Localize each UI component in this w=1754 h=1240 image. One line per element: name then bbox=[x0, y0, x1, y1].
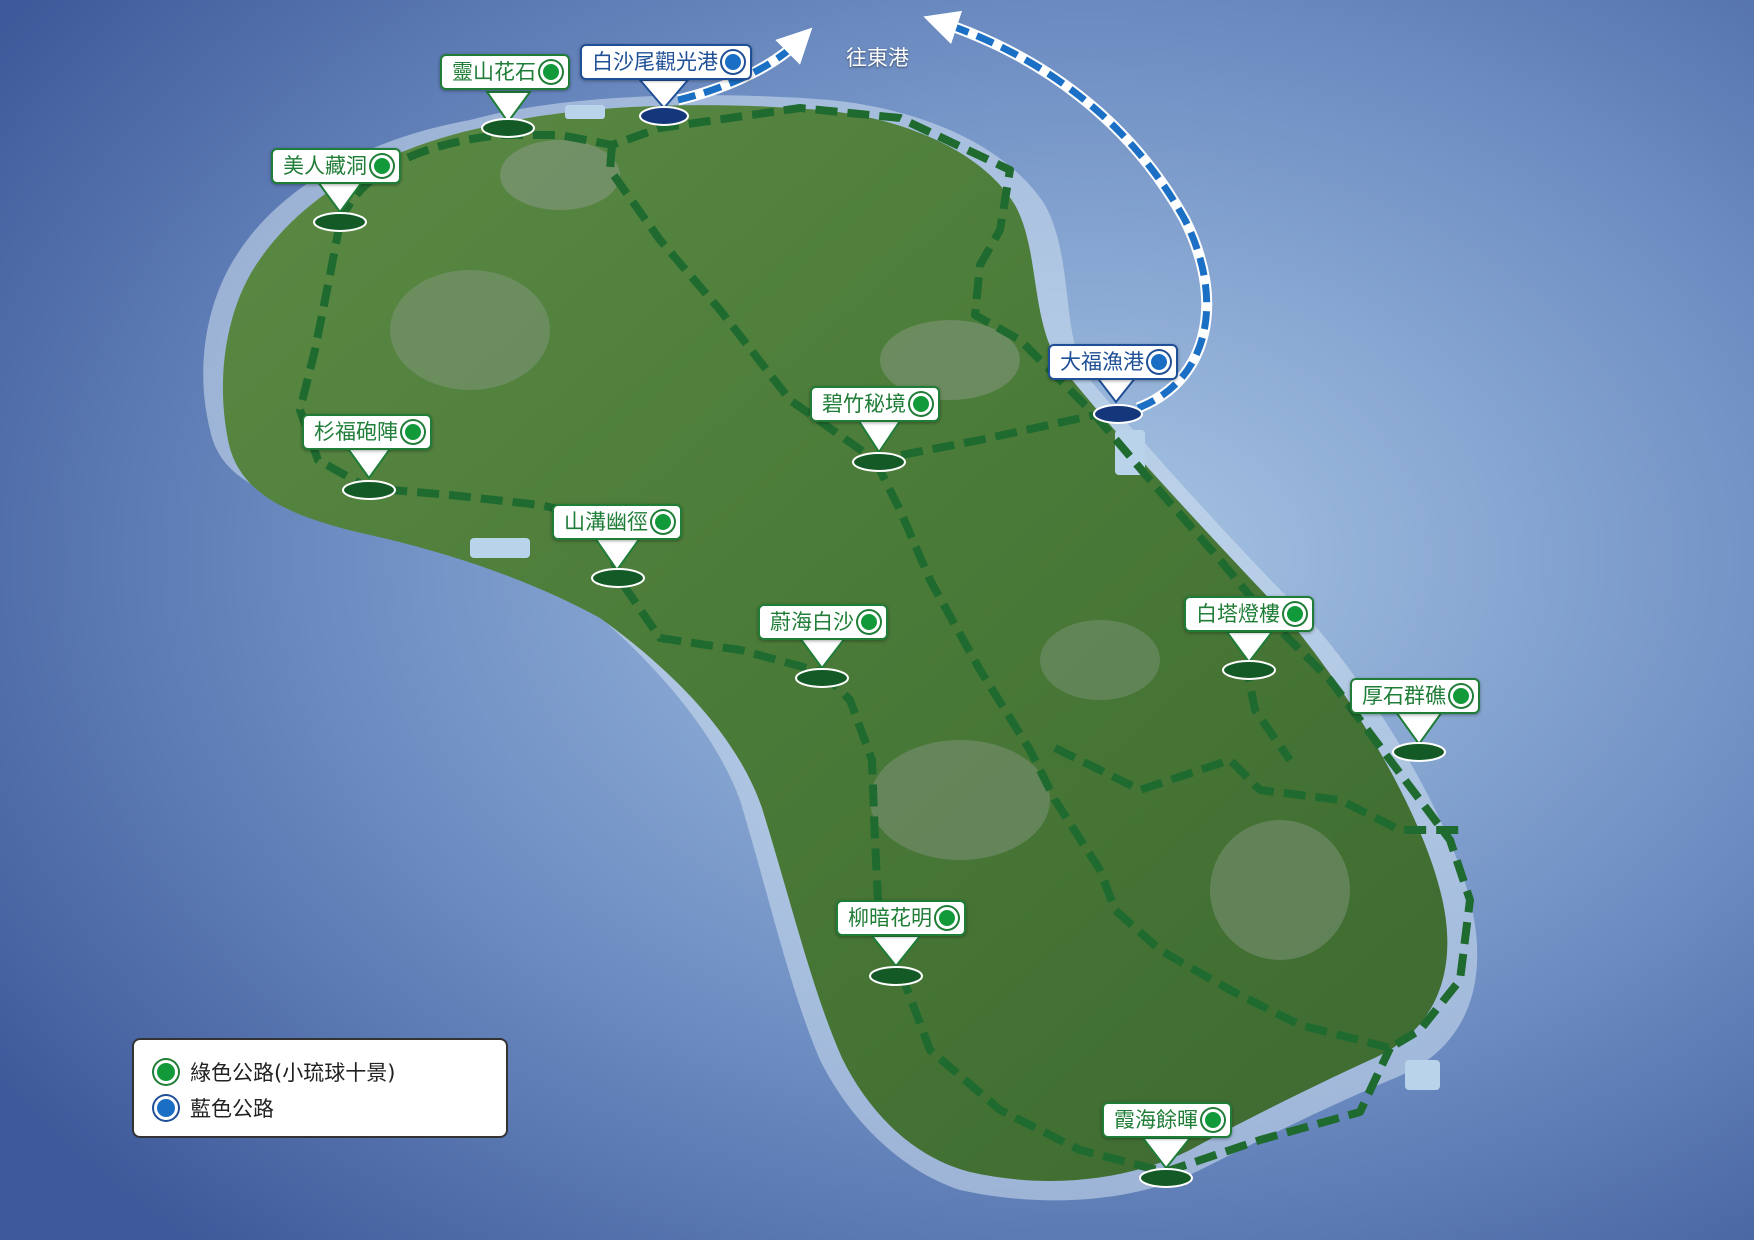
spot-label-baita[interactable]: 白塔燈樓 bbox=[1184, 596, 1314, 632]
spot-label-liuan[interactable]: 柳暗花明 bbox=[836, 900, 966, 936]
port-name: 大福漁港 bbox=[1060, 349, 1144, 374]
green-marker-icon bbox=[910, 393, 932, 415]
spot-label-lingshan[interactable]: 靈山花石 bbox=[440, 54, 570, 90]
legend-green-label: 綠色公路(小琉球十景) bbox=[190, 1061, 396, 1085]
spot-name: 柳暗花明 bbox=[848, 905, 932, 930]
spot-name: 美人藏洞 bbox=[283, 153, 367, 178]
green-dot-icon bbox=[154, 1060, 178, 1084]
spot-label-houshi[interactable]: 厚石群礁 bbox=[1350, 678, 1480, 714]
harbour-north bbox=[565, 105, 605, 119]
legend-blue-label: 藍色公路 bbox=[190, 1097, 274, 1121]
map-legend: 綠色公路(小琉球十景) 藍色公路 bbox=[132, 1038, 508, 1138]
legend-row-blue: 藍色公路 bbox=[154, 1090, 486, 1126]
spot-name: 蔚海白沙 bbox=[770, 609, 854, 634]
spot-label-xiahai[interactable]: 霞海餘暉 bbox=[1102, 1102, 1232, 1138]
spot-name: 碧竹秘境 bbox=[822, 391, 906, 416]
spot-label-bizhu[interactable]: 碧竹秘境 bbox=[810, 386, 940, 422]
spot-name: 山溝幽徑 bbox=[564, 509, 648, 534]
green-marker-icon bbox=[371, 155, 393, 177]
town-patch bbox=[1210, 820, 1350, 960]
spot-name: 杉福砲陣 bbox=[314, 419, 398, 444]
green-marker-icon bbox=[936, 907, 958, 929]
blue-dot-icon bbox=[154, 1096, 178, 1120]
port-name: 白沙尾觀光港 bbox=[592, 49, 718, 74]
spot-label-weihai[interactable]: 蔚海白沙 bbox=[758, 604, 888, 640]
town-patch bbox=[500, 140, 620, 210]
port-label-dafu[interactable]: 大福漁港 bbox=[1048, 344, 1178, 380]
green-marker-icon bbox=[540, 61, 562, 83]
destination-annotation: 往東港 bbox=[846, 46, 909, 70]
spot-label-shanfu[interactable]: 杉福砲陣 bbox=[302, 414, 432, 450]
harbour-west bbox=[470, 538, 530, 558]
green-marker-icon bbox=[1202, 1109, 1224, 1131]
green-route-network bbox=[296, 104, 1474, 1176]
spot-name: 厚石群礁 bbox=[1362, 683, 1446, 708]
spot-label-meiren[interactable]: 美人藏洞 bbox=[271, 148, 401, 184]
green-marker-icon bbox=[858, 611, 880, 633]
green-marker-icon bbox=[1450, 685, 1472, 707]
green-marker-icon bbox=[1284, 603, 1306, 625]
green-marker-icon bbox=[402, 421, 424, 443]
blue-marker-icon bbox=[722, 51, 744, 73]
town-patch bbox=[870, 740, 1050, 860]
port-label-baishawei[interactable]: 白沙尾觀光港 bbox=[580, 44, 752, 80]
spot-name: 靈山花石 bbox=[452, 59, 536, 84]
spot-name: 白塔燈樓 bbox=[1196, 601, 1280, 626]
green-marker-icon bbox=[652, 511, 674, 533]
blue-marker-icon bbox=[1148, 351, 1170, 373]
legend-row-green: 綠色公路(小琉球十景) bbox=[154, 1054, 486, 1090]
town-patch bbox=[1040, 620, 1160, 700]
town-patch bbox=[390, 270, 550, 390]
spot-label-shangou[interactable]: 山溝幽徑 bbox=[552, 504, 682, 540]
town-patch bbox=[880, 320, 1020, 400]
harbour-south bbox=[1405, 1060, 1440, 1090]
spot-name: 霞海餘暉 bbox=[1114, 1107, 1198, 1132]
